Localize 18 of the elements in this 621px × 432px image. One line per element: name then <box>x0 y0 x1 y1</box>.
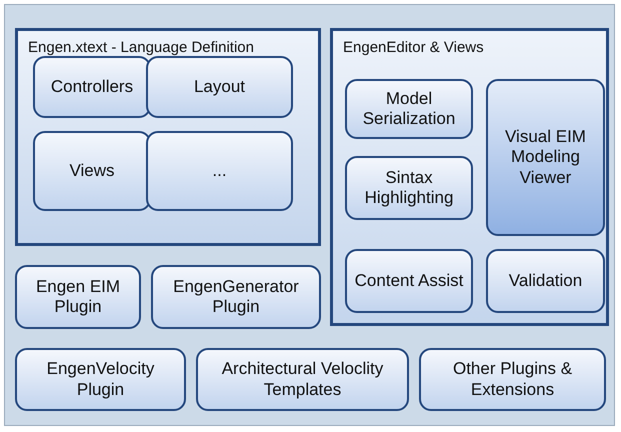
panel-title: EngenEditor & Views <box>343 39 484 56</box>
group-panel <box>330 28 609 326</box>
component-box: EngenGenerator Plugin <box>151 265 321 329</box>
component-box: EngenVelocity Plugin <box>15 348 186 411</box>
component-box: Visual EIM Modeling Viewer <box>486 79 605 236</box>
component-box: Other Plugins & Extensions <box>419 348 606 411</box>
component-box: ... <box>146 131 293 211</box>
component-box: Views <box>33 131 151 211</box>
component-box: Validation <box>486 249 605 313</box>
panel-title: Engen.xtext - Language Definition <box>28 39 254 56</box>
component-box: Engen EIM Plugin <box>15 265 141 329</box>
component-box: Layout <box>146 56 293 118</box>
component-box: Architectural Veloclity Templates <box>196 348 409 411</box>
component-box: Controllers <box>33 56 151 118</box>
component-box: Content Assist <box>345 249 473 313</box>
group-panel <box>15 28 321 246</box>
component-box: Model Serialization <box>345 79 473 139</box>
component-box: Sintax Highlighting <box>345 156 473 220</box>
